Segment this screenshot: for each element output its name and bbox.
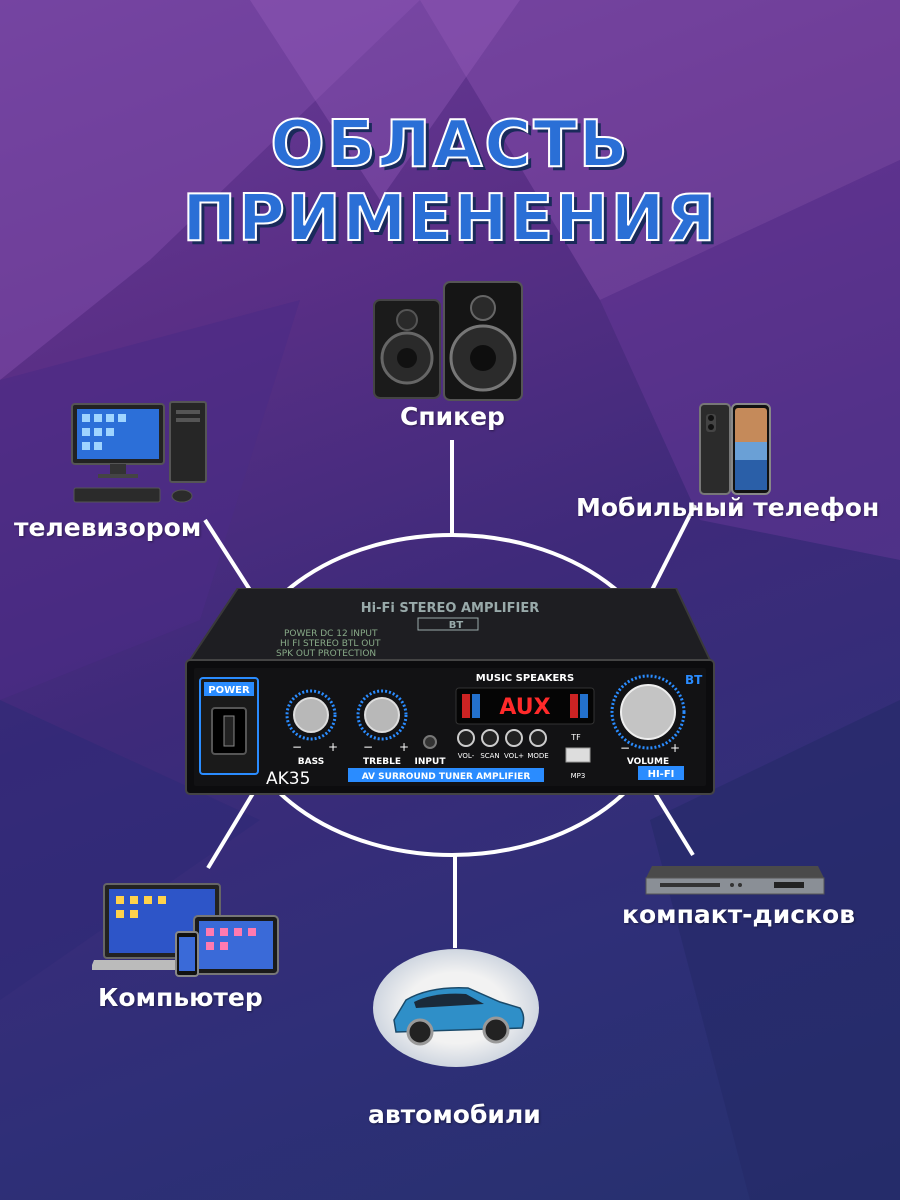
amp-vol-plus: VOL+ xyxy=(504,752,524,760)
amp-strip: AV SURROUND TUNER AMPLIFIER xyxy=(362,772,531,782)
amp-music-speakers: MUSIC SPEAKERS xyxy=(476,673,574,684)
amplifier-image: Hi-Fi STEREO AMPLIFIER BT POWER DC 12 IN… xyxy=(185,588,715,795)
amp-tf: TF xyxy=(570,733,581,742)
label-cd: компакт-дисков xyxy=(622,900,856,929)
amp-scan: SCAN xyxy=(480,752,499,760)
amp-treble-minus: − xyxy=(363,740,373,754)
amp-hifi: HI-FI xyxy=(648,769,675,780)
amp-volume-plus: + xyxy=(670,741,680,755)
label-car: автомобили xyxy=(368,1100,541,1129)
phone-icon xyxy=(699,403,771,495)
amp-power-label: POWER xyxy=(208,685,250,696)
laptop-tablet-icon xyxy=(92,883,279,977)
amp-spec-1: POWER DC 12 INPUT xyxy=(284,629,378,639)
label-computer: Компьютер xyxy=(98,983,263,1012)
amp-spec-2: HI FI STEREO BTL OUT xyxy=(280,639,381,649)
speaker-icon xyxy=(373,281,523,401)
amp-bt-badge: BT xyxy=(449,620,464,631)
amp-bass-plus: + xyxy=(328,740,338,754)
amp-bass-minus: − xyxy=(292,740,302,754)
amp-volume-label: VOLUME xyxy=(627,757,669,767)
cd-player-icon xyxy=(645,866,825,895)
desktop-computer-icon xyxy=(71,401,207,503)
amp-treble-plus: + xyxy=(399,740,409,754)
amp-spec-3: SPK OUT PROTECTION xyxy=(276,649,376,659)
label-tv: телевизором xyxy=(14,513,202,542)
amp-bt-logo: BT xyxy=(685,673,703,687)
amp-mp3: MP3 xyxy=(571,772,586,780)
amp-mode: MODE xyxy=(527,752,548,760)
amp-treble-label: TREBLE xyxy=(363,757,401,767)
amp-vol-minus: VOL- xyxy=(458,752,475,760)
amp-volume-minus: − xyxy=(620,741,630,755)
label-phone: Мобильный телефон xyxy=(576,493,880,522)
amp-bass-label: BASS xyxy=(298,757,324,767)
page-title: ОБЛАСТЬ ПРИМЕНЕНИЯ xyxy=(181,107,718,257)
amp-model: AK35 xyxy=(266,769,310,789)
label-speaker: Спикер xyxy=(400,402,505,431)
car-icon xyxy=(373,949,539,1067)
amp-input-label: INPUT xyxy=(415,757,447,767)
amp-display-text: AUX xyxy=(499,695,550,720)
amp-header: Hi-Fi STEREO AMPLIFIER xyxy=(361,601,539,616)
